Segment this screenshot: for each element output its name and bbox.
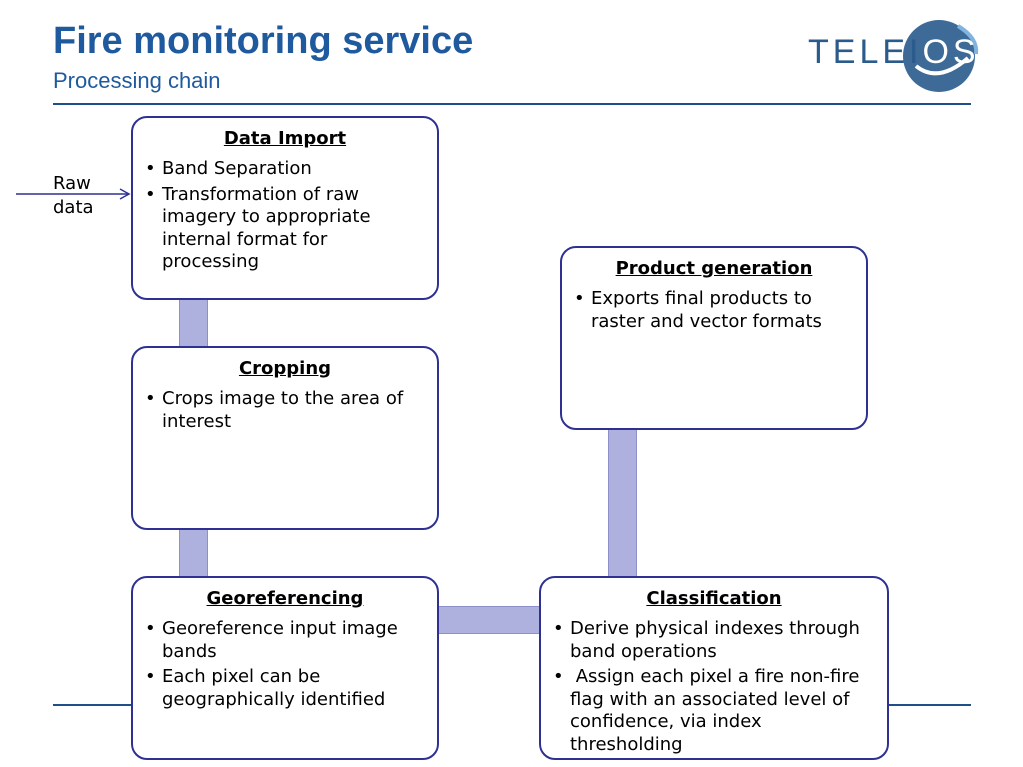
list-item: Band Separation bbox=[145, 158, 425, 181]
box-cropping: Cropping Crops image to the area of inte… bbox=[131, 346, 439, 530]
list-item: Georeference input image bands bbox=[145, 618, 425, 663]
page-subtitle: Processing chain bbox=[53, 68, 221, 93]
box-product-generation: Product generation Exports final product… bbox=[560, 246, 868, 430]
list-item: Crops image to the area of interest bbox=[145, 388, 425, 433]
logo-emblem-icon bbox=[903, 20, 979, 92]
list-item: Assign each pixel a fire non-fire flag w… bbox=[553, 666, 875, 756]
box-classification: Classification Derive physical indexes t… bbox=[539, 576, 889, 760]
box-data-import: Data Import Band Separation Transformati… bbox=[131, 116, 439, 300]
page-title: Fire monitoring service bbox=[53, 20, 474, 62]
box-title: Product generation bbox=[615, 258, 813, 279]
box-title: Classification bbox=[646, 588, 782, 609]
list-item: Derive physical indexes through band ope… bbox=[553, 618, 875, 663]
bullet-list: Georeference input image bands Each pixe… bbox=[145, 618, 425, 711]
header-divider bbox=[53, 103, 971, 105]
bullet-list: Exports final products to raster and vec… bbox=[574, 288, 854, 333]
bullet-list: Band Separation Transformation of raw im… bbox=[145, 158, 425, 274]
bullet-list: Crops image to the area of interest bbox=[145, 388, 425, 433]
footer-divider-left bbox=[53, 704, 133, 706]
raw-data-label: Raw data bbox=[53, 173, 94, 218]
box-georeferencing: Georeferencing Georeference input image … bbox=[131, 576, 439, 760]
connector-import-cropping bbox=[179, 298, 208, 348]
box-title: Data Import bbox=[223, 128, 347, 149]
footer-divider-right bbox=[887, 704, 971, 706]
bullet-list: Derive physical indexes through band ope… bbox=[553, 618, 875, 756]
connector-classification-product bbox=[608, 428, 637, 578]
input-arrow-icon bbox=[16, 188, 131, 200]
connector-georeferencing-classification bbox=[437, 606, 541, 634]
list-item: Transformation of raw imagery to appropr… bbox=[145, 184, 425, 274]
teleios-logo: TELEIOS bbox=[808, 14, 983, 96]
logo-wordmark: TELEIOS bbox=[808, 33, 980, 71]
list-item: Exports final products to raster and vec… bbox=[574, 288, 854, 333]
list-item: Each pixel can be geographically identif… bbox=[145, 666, 425, 711]
box-title: Georeferencing bbox=[206, 588, 364, 609]
connector-cropping-georeferencing bbox=[179, 528, 208, 578]
box-title: Cropping bbox=[238, 358, 332, 379]
